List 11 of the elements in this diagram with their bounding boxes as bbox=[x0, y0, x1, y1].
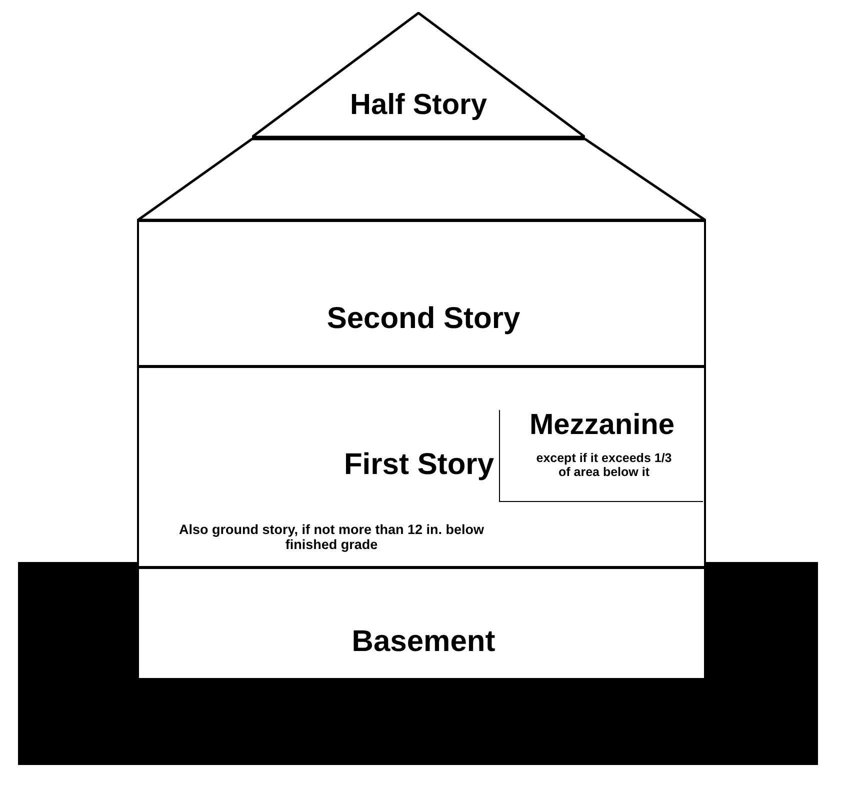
story-band bbox=[137, 567, 706, 680]
story-band bbox=[137, 366, 706, 568]
roof-band bbox=[137, 138, 706, 221]
story-label: Second Story bbox=[326, 302, 522, 335]
story-label: First Story bbox=[342, 448, 494, 481]
story-band bbox=[137, 220, 706, 367]
note-text: Also ground story, if not more than 12 in. below finished grade bbox=[178, 523, 485, 553]
story-label: Basement bbox=[350, 625, 496, 658]
mezzanine-box bbox=[499, 410, 703, 502]
story-label: Half Story bbox=[349, 90, 488, 122]
roof-peak bbox=[252, 12, 585, 138]
